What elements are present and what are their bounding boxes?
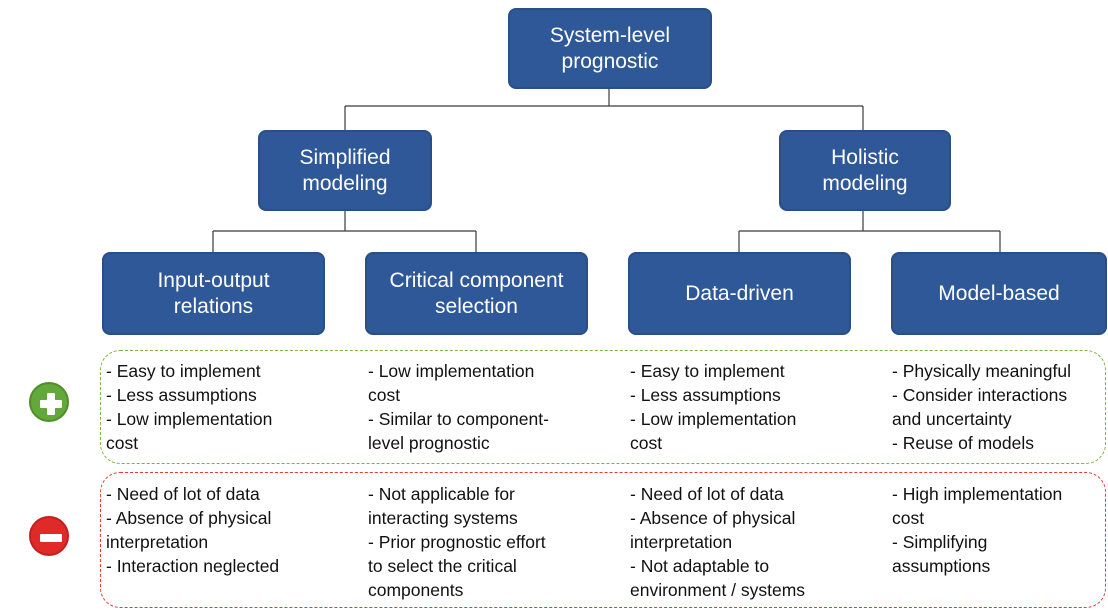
node-simplified-modeling: Simplified modeling: [258, 130, 432, 211]
node-model-based: Model-based: [891, 252, 1107, 335]
con-item: - Not adaptable to environment / systems: [630, 556, 806, 600]
node-holistic-modeling: Holistic modeling: [779, 130, 951, 211]
con-item: - Need of lot of data: [630, 484, 784, 504]
pro-item: - Easy to implement: [106, 361, 261, 381]
plus-circle-icon: [29, 382, 69, 422]
pros-model-based: - Physically meaningful - Consider inter…: [892, 359, 1104, 455]
minus-circle-icon: [29, 516, 69, 556]
pro-item: - Reuse of models: [892, 433, 1035, 453]
pros-input-output: - Easy to implement - Less assumptions -…: [106, 359, 346, 455]
pro-item: - Low implementation cost: [368, 361, 535, 405]
pro-item: - Less assumptions: [106, 385, 257, 405]
con-item: - Simplifying assumptions: [892, 532, 991, 576]
con-item: - Prior prognostic effort to select the …: [368, 532, 546, 600]
pro-item: - Low implementation cost: [106, 409, 273, 453]
cons-model-based: - High implementation cost - Simplifying…: [892, 482, 1104, 578]
pro-item: - Consider interactions and uncertainty: [892, 385, 1068, 429]
pro-item: - Physically meaningful: [892, 361, 1071, 381]
node-input-output-relations: Input-output relations: [102, 252, 325, 335]
con-item: - Absence of physical interpretation: [106, 508, 272, 552]
con-item: - Absence of physical interpretation: [630, 508, 796, 552]
node-system-level-prognostic: System-level prognostic: [508, 8, 712, 89]
cons-critical-component: - Not applicable for interacting systems…: [368, 482, 608, 602]
con-item: - High implementation cost: [892, 484, 1063, 528]
con-item: - Not applicable for interacting systems: [368, 484, 518, 528]
node-data-driven: Data-driven: [628, 252, 851, 335]
pro-item: - Similar to component- level prognostic: [368, 409, 549, 453]
cons-input-output: - Need of lot of data - Absence of physi…: [106, 482, 346, 578]
node-critical-component-selection: Critical component selection: [365, 252, 588, 335]
con-item: - Need of lot of data: [106, 484, 260, 504]
advantages-panel: [100, 350, 1106, 464]
pro-item: - Less assumptions: [630, 385, 781, 405]
pro-item: - Low implementation cost: [630, 409, 797, 453]
pros-data-driven: - Easy to implement - Less assumptions -…: [630, 359, 870, 455]
pro-item: - Easy to implement: [630, 361, 785, 381]
disadvantages-panel: [100, 472, 1106, 608]
con-item: - Interaction neglected: [106, 556, 280, 576]
cons-data-driven: - Need of lot of data - Absence of physi…: [630, 482, 870, 602]
pros-critical-component: - Low implementation cost - Similar to c…: [368, 359, 608, 455]
